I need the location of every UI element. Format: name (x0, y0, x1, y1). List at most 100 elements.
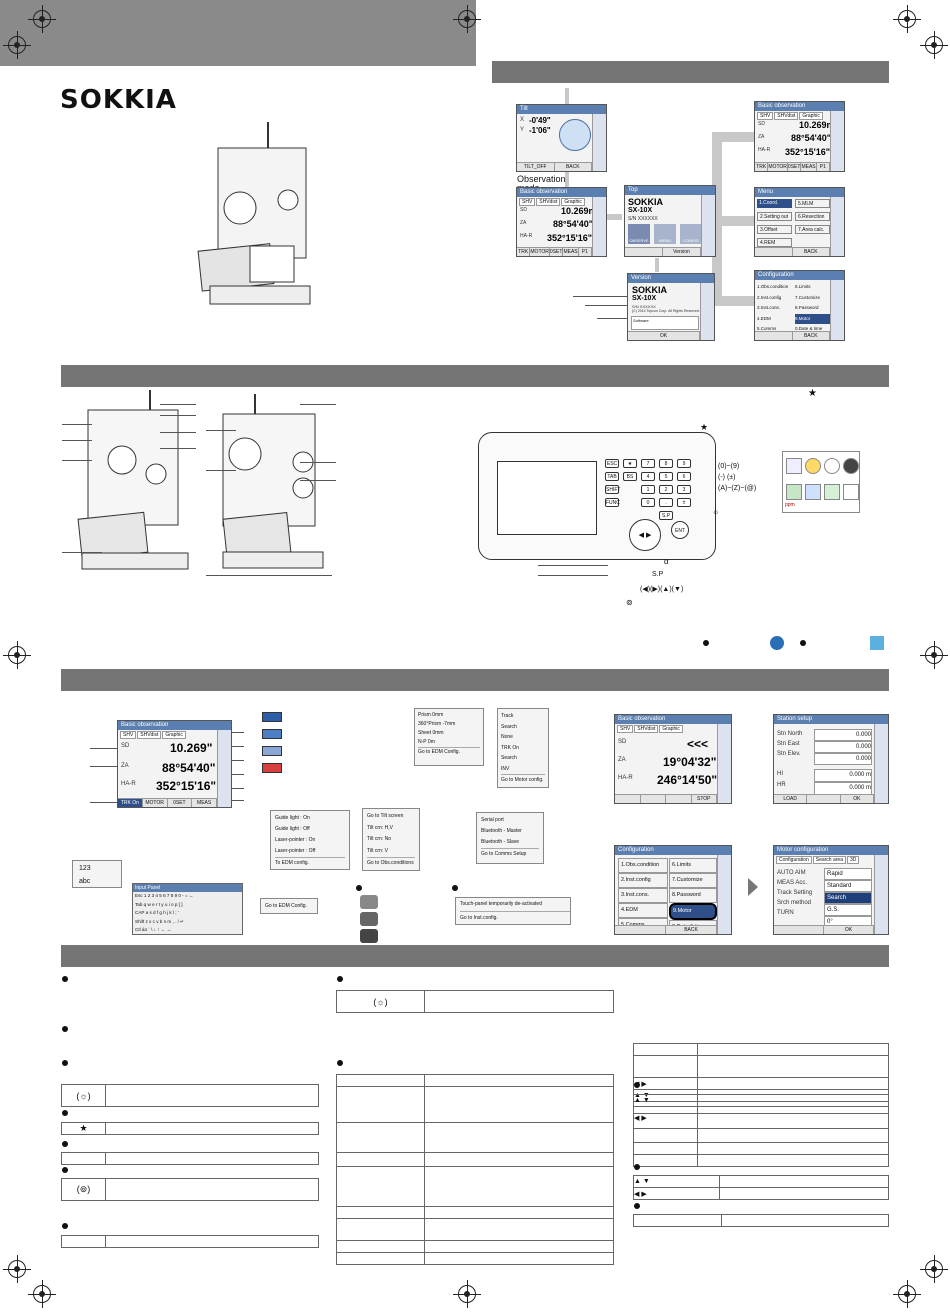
track-option[interactable]: INV (501, 765, 510, 772)
keyboard-row[interactable]: Esc 1 2 3 4 5 6 7 8 9 0 - = ← (135, 893, 194, 898)
stn-elev-input[interactable]: 0.000 (814, 753, 872, 765)
go-to-edm-config-button[interactable]: Go to EDM Config. (260, 898, 318, 914)
menu-item-coord[interactable]: 1.Coord. (757, 199, 792, 208)
space-key[interactable]: S.P (659, 511, 673, 520)
config-item[interactable]: 6.Limits (795, 284, 811, 289)
stn-east-input[interactable]: 0.000 (814, 741, 872, 753)
config-item[interactable]: 3.Inst.cons. (618, 888, 668, 903)
tab-graphic[interactable]: Graphic (659, 725, 683, 733)
bs-key[interactable]: BS (623, 472, 637, 481)
menu-item-setting-out[interactable]: 2.Setting out (757, 212, 792, 221)
comms-option[interactable]: Serial port (481, 817, 504, 823)
meas-button[interactable]: MEAS (563, 248, 579, 256)
motor-button[interactable]: MOTOR (530, 248, 550, 256)
zero-set-button[interactable]: 0SET (549, 248, 564, 256)
tilt-option[interactable]: Go to Tilt screen (367, 813, 404, 819)
observe-button[interactable]: OBSERVE (628, 224, 650, 244)
hi-input[interactable]: 0.000 m (814, 769, 872, 782)
track-option[interactable]: Search (501, 723, 517, 730)
digit-7-key[interactable]: 7 (641, 459, 655, 468)
auto-aim-select[interactable]: Rapid (824, 868, 872, 880)
target-option[interactable]: Prism 0mm (418, 712, 444, 718)
input-mode-alpha[interactable]: abc (79, 878, 91, 885)
comms-option[interactable]: Bluetooth - Slave (481, 839, 520, 845)
menu-button[interactable]: MENU (654, 224, 676, 244)
tab-key[interactable]: TAB (605, 472, 619, 481)
config-item[interactable]: 4.EDM (757, 315, 771, 321)
target-option[interactable]: Sheet 0mm (418, 730, 444, 736)
tab-shvdist[interactable]: SHVdist (536, 198, 561, 206)
esc-key[interactable]: ESC (605, 459, 619, 468)
motor-button[interactable]: MOTOR (143, 799, 168, 807)
config-item[interactable]: 7.Customize (795, 294, 821, 300)
stn-north-input[interactable]: 0.000 (814, 729, 872, 741)
keyboard-row[interactable]: Tab q w e r t y u i o p [ ] (135, 901, 183, 907)
track-option[interactable]: None (501, 734, 513, 740)
dot-key[interactable]: . (659, 498, 673, 507)
config-button[interactable]: CONFIG (680, 224, 702, 244)
meas-acc-select[interactable]: Standard (824, 880, 872, 892)
tab-shvdist[interactable]: SHVdist (137, 731, 162, 739)
config-item[interactable]: 6.Limits (669, 858, 717, 873)
digit-5-key[interactable]: 5 (659, 472, 673, 481)
page-button[interactable]: P1 (817, 163, 830, 171)
guide-option[interactable]: Laser-pointer : On (275, 837, 316, 843)
trk-on-button[interactable]: TRK On (755, 163, 769, 171)
tilt-option[interactable]: Tilt crn: H,V (367, 824, 393, 831)
menu-item-mlm[interactable]: 5.MLM (795, 199, 830, 208)
meas-button[interactable]: MEAS (192, 799, 217, 807)
track-option[interactable]: Track (501, 713, 514, 719)
keyboard-row[interactable]: Shift z x c v b n m , . / ↵ (135, 918, 185, 924)
guide-option[interactable]: Laser-pointer : Off (275, 848, 316, 854)
digit-0-key[interactable]: 0 (641, 498, 655, 507)
comms-option[interactable]: Bluetooth - Master (481, 828, 522, 834)
trk-on-button[interactable]: TRK On (517, 248, 531, 256)
keyboard-row[interactable]: CAP a s d f g h j k l ; ' (135, 910, 179, 916)
menu-item-resection[interactable]: 6.Resection (795, 212, 830, 221)
config-item[interactable]: 0.Date & time (795, 326, 823, 331)
tab-3d[interactable]: 3D (847, 856, 860, 864)
meas-button[interactable]: MEAS (801, 163, 817, 171)
ok-button[interactable]: OK (841, 795, 874, 803)
config-item[interactable]: 1.Obs.condition (618, 858, 668, 873)
guide-option[interactable]: Guide light : On (275, 815, 310, 821)
input-panel-keys[interactable]: Esc 1 2 3 4 5 6 7 8 9 0 - = ← Tab q w e … (133, 892, 242, 935)
config-item-motor[interactable]: 9.Motor (669, 903, 717, 920)
tilt-off-button[interactable]: TILT_OFF (517, 163, 555, 171)
config-item[interactable]: 8.Password (669, 888, 717, 903)
config-item[interactable]: 1.Obs.condition (757, 284, 789, 289)
digit-4-key[interactable]: 4 (641, 472, 655, 481)
tab-shv[interactable]: SHV (519, 198, 536, 206)
tilt-option[interactable]: Tilt crn: No (367, 836, 391, 842)
back-button[interactable]: BACK (793, 248, 830, 256)
zero-set-button[interactable]: 0SET (168, 799, 193, 807)
target-option[interactable]: N-P 0m (418, 739, 435, 745)
keyboard-row[interactable]: Ctl áü ` \ ↓ ↑ ← → (135, 927, 172, 933)
ent-key[interactable]: ENT (671, 521, 689, 539)
digit-8-key[interactable]: 8 (659, 459, 673, 468)
func-key[interactable]: FUNC (605, 498, 620, 507)
back-button[interactable]: BACK (666, 926, 717, 934)
star-key[interactable]: ★ (623, 459, 637, 468)
arrow-pad[interactable]: ◀ ▶ (629, 519, 661, 551)
go-to-edm-config-link[interactable]: Go to EDM Config. (418, 747, 480, 757)
tab-shv[interactable]: SHV (757, 112, 774, 120)
digit-2-key[interactable]: 2 (659, 485, 673, 494)
config-item[interactable]: 8.Password (795, 305, 819, 310)
tab-graphic[interactable]: Graphic (799, 112, 823, 120)
config-item[interactable]: 2.Inst.config (757, 294, 782, 300)
config-item[interactable]: 3.Inst.cons. (757, 305, 781, 310)
target-option[interactable]: 360°Prism -7mm (418, 721, 456, 727)
go-to-comms-setup-link[interactable]: Go to Comms Setup (481, 848, 539, 860)
back-button[interactable]: BACK (793, 332, 830, 340)
tab-shv[interactable]: SHV (617, 725, 634, 733)
page-button[interactable]: P1 (579, 248, 592, 256)
tab-shvdist[interactable]: SHVdist (634, 725, 659, 733)
plusminus-key[interactable]: ± (677, 498, 691, 507)
config-item[interactable]: 5.Comms (757, 326, 777, 331)
motor-button[interactable]: MOTOR (768, 163, 788, 171)
ok-button[interactable]: OK (628, 332, 700, 340)
tab-configuration[interactable]: Configuration (776, 856, 812, 864)
srch-method-select[interactable]: G.S. (824, 904, 872, 916)
config-item[interactable]: 2.Inst.config (618, 873, 668, 888)
